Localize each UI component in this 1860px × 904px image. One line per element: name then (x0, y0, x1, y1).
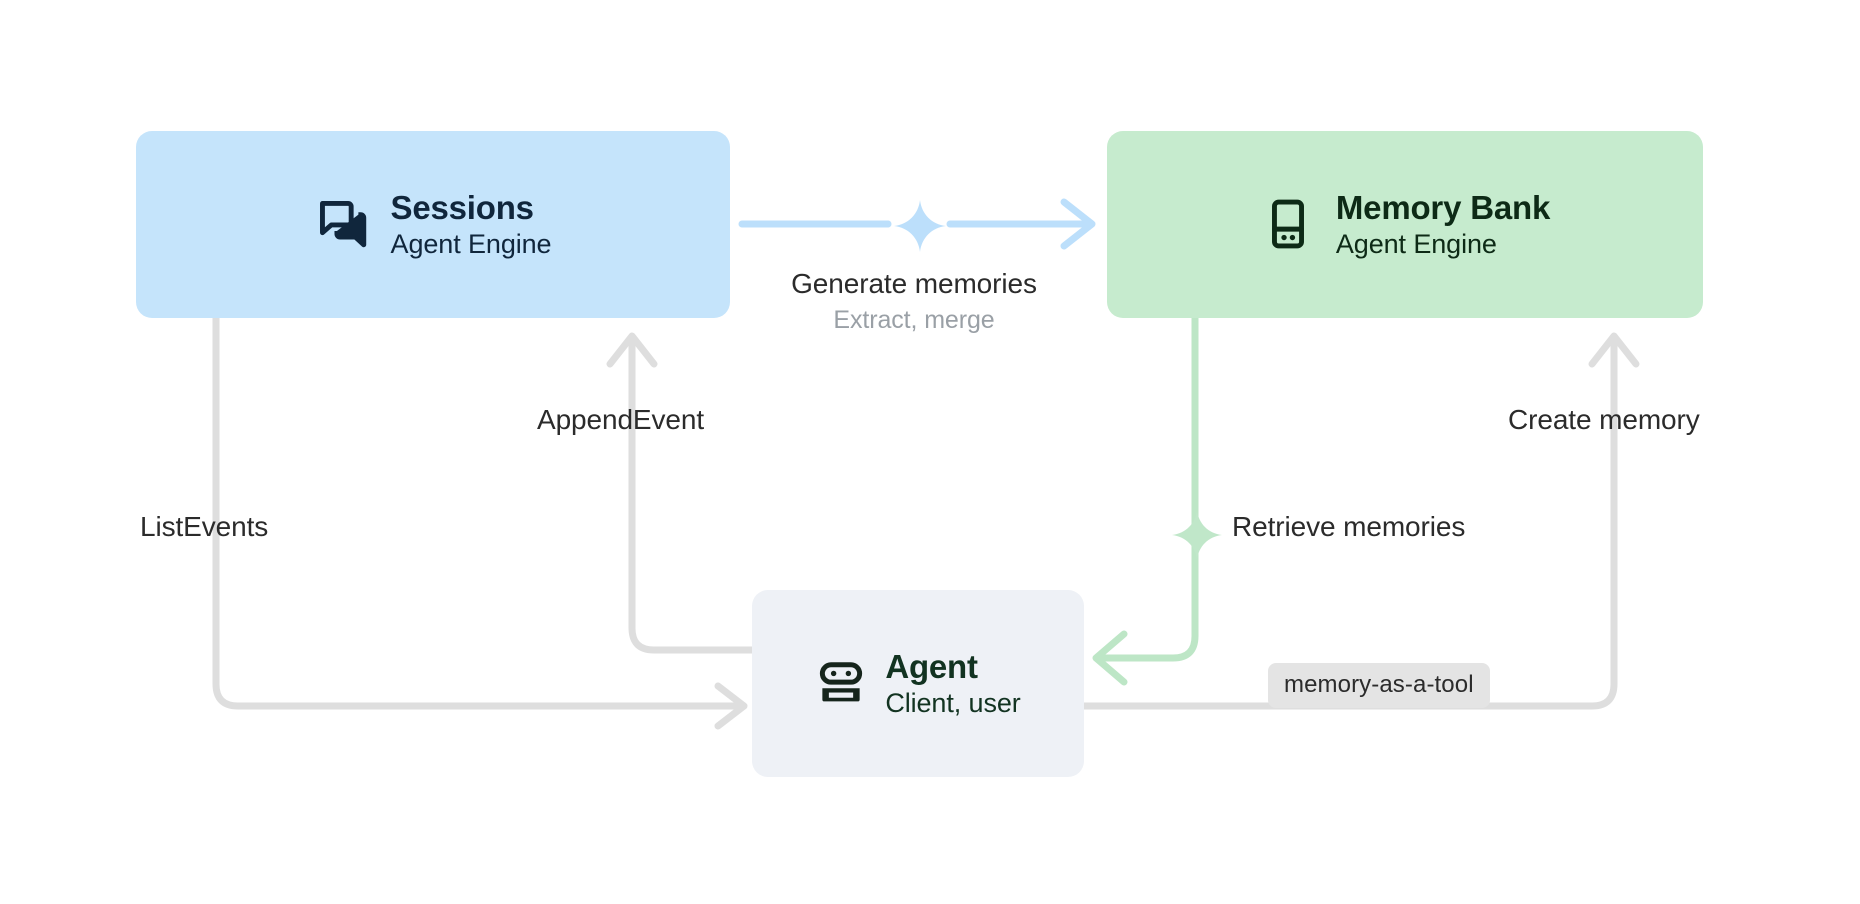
chip-memory-as-a-tool: memory-as-a-tool (1268, 663, 1490, 708)
edge-sublabel-text: Extract, merge (833, 306, 995, 334)
edge-label-create-memory: Create memory (1508, 404, 1700, 436)
edge-label-generate-memories: Generate memories Extract, merge (772, 268, 1056, 335)
sparkle-icon (1172, 510, 1222, 565)
node-memory-bank[interactable]: Memory Bank Agent Engine (1107, 131, 1703, 318)
edge-label-text: Create memory (1508, 404, 1700, 435)
edge-label-retrieve-memories: Retrieve memories (1232, 511, 1465, 543)
node-title: Sessions (390, 188, 535, 226)
edge-label-list-events: ListEvents (140, 511, 268, 543)
edge-generate-memories (738, 198, 1096, 250)
edge-label-append-event: AppendEvent (537, 404, 704, 436)
edge-retrieve-memories (1092, 314, 1199, 686)
edge-label-text: Retrieve memories (1232, 511, 1466, 542)
robot-icon (815, 657, 867, 709)
node-subtitle: Agent Engine (1335, 228, 1497, 259)
node-sessions[interactable]: Sessions Agent Engine (136, 131, 730, 318)
node-subtitle: Agent Engine (390, 228, 552, 259)
edge-label-text: ListEvents (140, 511, 269, 542)
edge-label-text: AppendEvent (537, 404, 705, 435)
storage-icon (1260, 196, 1316, 252)
node-title: Memory Bank (1335, 188, 1551, 226)
edge-append-event (606, 332, 756, 654)
node-title: Agent (885, 647, 978, 685)
edge-label-text: Generate memories (791, 268, 1037, 299)
node-agent[interactable]: Agent Client, user (752, 590, 1084, 777)
forum-icon (315, 196, 371, 252)
edge-create-memory (1080, 332, 1640, 710)
sparkle-icon (894, 200, 946, 257)
node-subtitle: Client, user (885, 687, 1021, 718)
edge-list-events (212, 314, 748, 730)
